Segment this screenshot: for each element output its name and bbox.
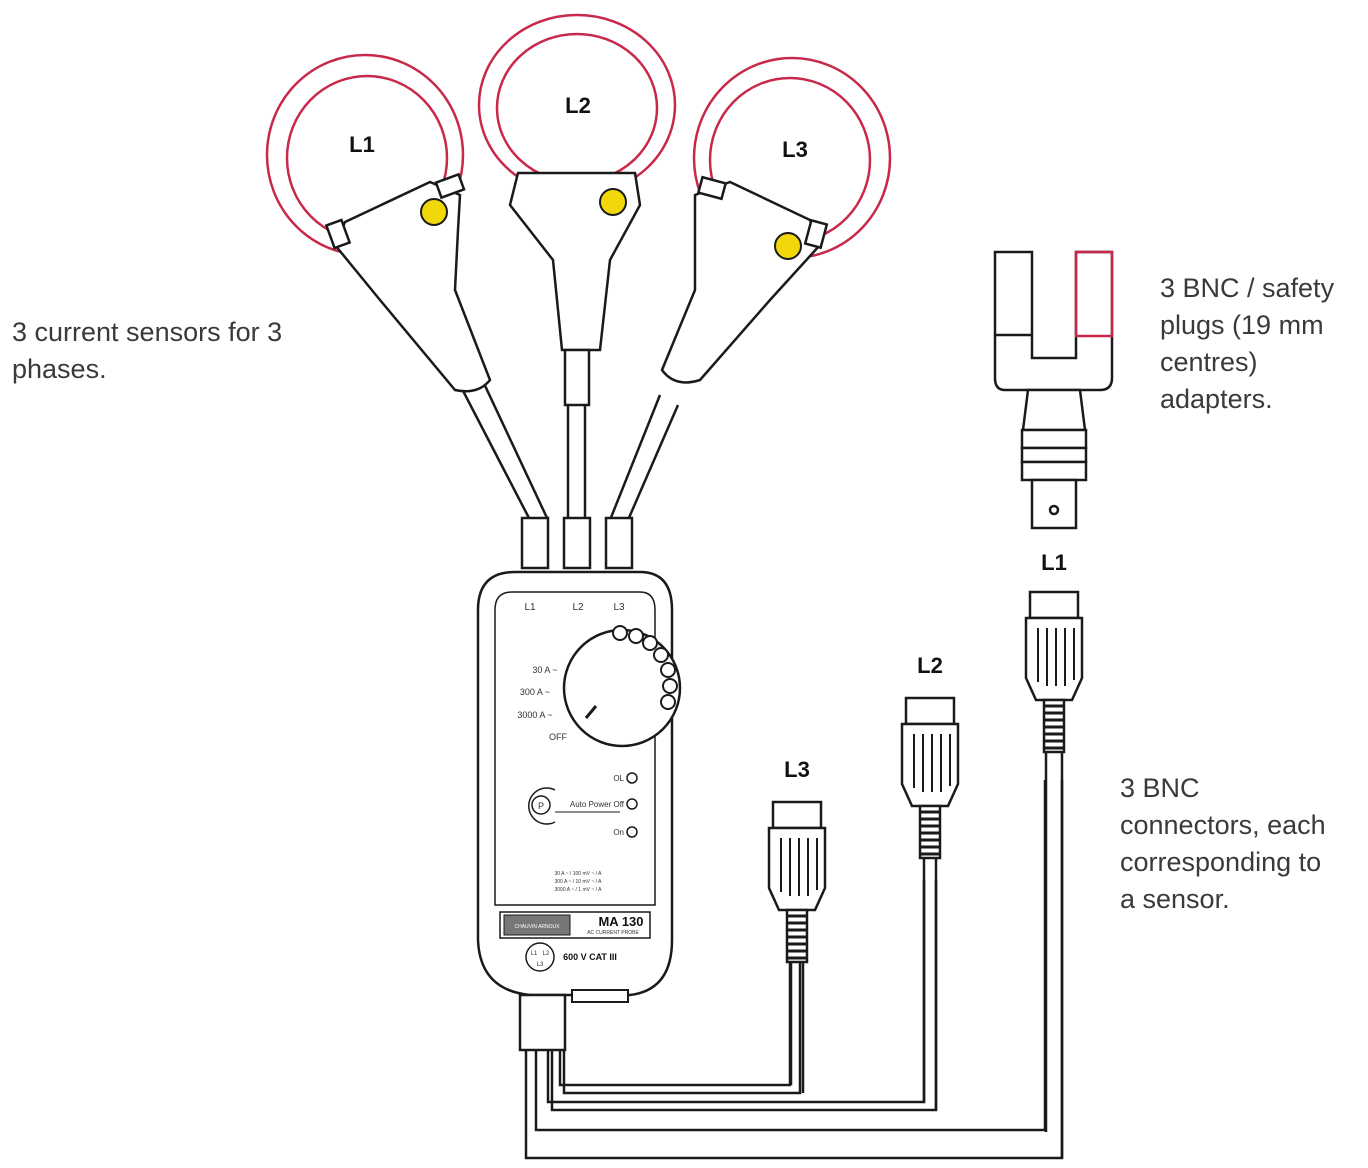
sensor-label-l1: L1 [349, 132, 375, 157]
caption-connectors: 3 BNC connectors, each corresponding to … [1120, 770, 1360, 918]
caption-connectors-line-2: connectors, each [1120, 810, 1326, 840]
sensor-cables [458, 374, 680, 521]
range-dial[interactable] [562, 625, 682, 748]
connector-label-l3: L3 [784, 757, 810, 782]
caption-connectors-line-3: corresponding to [1120, 847, 1322, 877]
sensor-label-l3: L3 [782, 137, 808, 162]
device-category: 600 V CAT III [563, 952, 617, 962]
device-model: MA 130 [598, 914, 643, 929]
socket-l2: L2 [543, 951, 550, 957]
caption-connectors-line-4: a sensor. [1120, 884, 1230, 914]
caption-connectors-line-1: 3 BNC [1120, 773, 1200, 803]
led-ol-label: OL [613, 774, 624, 783]
bnc-safety-adapter [993, 250, 1114, 530]
caption-sensors: 3 current sensors for 3 phases. [12, 314, 348, 388]
caption-sensors-line-1: 3 current sensors for 3 [12, 317, 283, 347]
led-on-label: On [613, 828, 624, 837]
led-ol [626, 772, 638, 784]
brand-logo: CHAUVIN ARNOUX [514, 924, 560, 930]
caption-adapters-line-3: centres) [1160, 347, 1258, 377]
sensor-head-l1 [324, 172, 492, 393]
led-apo [626, 798, 638, 810]
sensor-label-l2: L2 [565, 93, 591, 118]
bnc-connector-l1 [1024, 590, 1084, 754]
led-apo-label: Auto Power Off [570, 800, 625, 809]
caption-adapters-line-4: adapters. [1160, 384, 1273, 414]
device-channel-l3: L3 [613, 602, 625, 613]
bnc-connector-l2 [900, 696, 960, 860]
caption-adapters-line-1: 3 BNC / safety [1160, 273, 1335, 303]
power-button[interactable] [531, 795, 551, 815]
caption-sensors-line-2: phases. [12, 354, 107, 384]
socket-l1: L1 [531, 951, 538, 957]
connector-label-adapter: L1 [1041, 550, 1067, 575]
caption-adapters-line-2: plugs (19 mm [1160, 310, 1324, 340]
rating-line-1: 30 A ~ / 100 mV ~ / A [555, 871, 603, 877]
sensor-heads [324, 171, 829, 407]
sensor-head-l3 [660, 175, 829, 384]
sensor-head-l2 [508, 171, 642, 407]
bnc-connector-l3 [767, 800, 827, 964]
device-model-sub: AC CURRENT PROBE [587, 930, 639, 936]
range-off: OFF [549, 732, 567, 742]
power-symbol: P [538, 801, 544, 811]
device-inlets [520, 516, 634, 570]
device-channel-l1: L1 [524, 602, 536, 613]
range-300a: 300 A ~ [520, 687, 550, 697]
caption-adapters: 3 BNC / safety plugs (19 mm centres) ada… [1160, 270, 1360, 418]
rating-line-3: 3000 A ~ / 1 mV ~ / A [555, 887, 603, 893]
device-channel-l2: L2 [572, 602, 584, 613]
led-on [626, 826, 638, 838]
output-socket [525, 942, 555, 972]
range-3000a: 3000 A ~ [517, 710, 552, 720]
socket-l3: L3 [537, 962, 544, 968]
ma130-device: L1 L2 L3 30 A ~ 300 A ~ 3000 A ~ OFF OL … [476, 570, 682, 1052]
connector-label-l2: L2 [917, 653, 943, 678]
range-30a: 30 A ~ [532, 665, 557, 675]
rating-line-2: 300 A ~ / 10 mV ~ / A [555, 879, 603, 885]
